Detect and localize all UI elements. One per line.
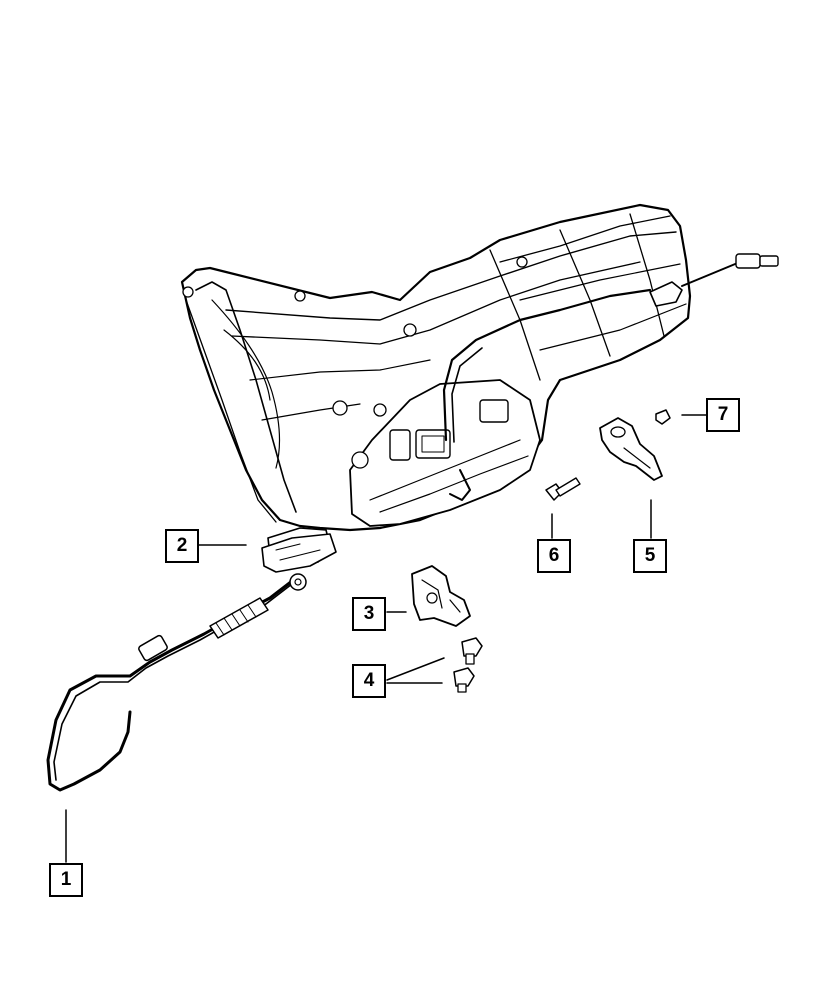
plug-cap: [655, 409, 671, 425]
cable-grommet: [261, 533, 337, 573]
callout-2[interactable]: 2: [165, 529, 199, 563]
cable-bracket: [411, 565, 471, 627]
shift-lever: [599, 417, 663, 481]
transmission-assembly: [180, 203, 779, 567]
cable-bellows: [209, 597, 269, 639]
callout-1[interactable]: 1: [49, 863, 83, 897]
callout-5[interactable]: 5: [633, 539, 667, 573]
long-bolt: [545, 477, 581, 501]
callout-4[interactable]: 4: [352, 664, 386, 698]
callout-7[interactable]: 7: [706, 398, 740, 432]
callout-6[interactable]: 6: [537, 539, 571, 573]
leader-lines: [65, 414, 707, 863]
shift-cable: [46, 573, 307, 792]
callout-3[interactable]: 3: [352, 597, 386, 631]
bracket-bolts: [453, 637, 483, 693]
